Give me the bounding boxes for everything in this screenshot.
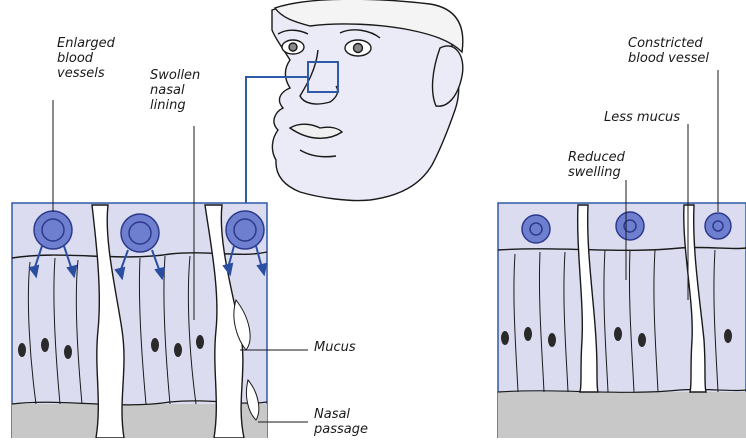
label-constricted-blood-vessel: Constricted blood vessel — [628, 36, 709, 66]
right-nasal-passage — [498, 392, 746, 438]
label-mucus: Mucus — [314, 340, 356, 355]
label-nasal-passage: Nasal passage — [314, 407, 368, 437]
constricted-blood-vessel — [522, 215, 550, 243]
label-swollen-nasal-lining: Swollen nasal lining — [150, 68, 200, 113]
label-reduced-swelling: Reduced swelling — [568, 150, 625, 180]
constricted-blood-vessel — [616, 212, 644, 240]
enlarged-blood-vessel — [121, 214, 159, 252]
label-enlarged-blood-vessels: Enlarged blood vessels — [57, 36, 115, 81]
label-less-mucus: Less mucus — [604, 110, 680, 125]
constricted-blood-vessel — [705, 213, 731, 239]
enlarged-blood-vessel — [34, 211, 72, 249]
left-tissue-panel — [12, 203, 267, 438]
right-tissue-panel — [498, 203, 746, 438]
enlarged-blood-vessel — [226, 211, 264, 249]
face-illustration — [272, 0, 463, 201]
